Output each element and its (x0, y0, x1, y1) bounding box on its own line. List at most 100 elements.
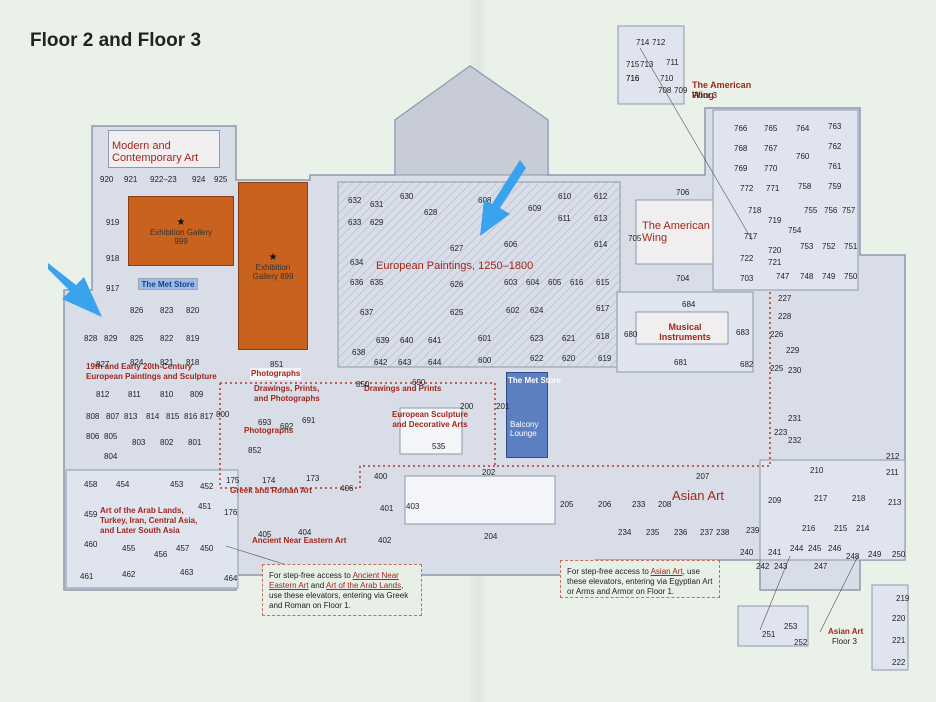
room-639[interactable]: 639 (376, 336, 390, 345)
room-223[interactable]: 223 (774, 428, 788, 437)
room-235[interactable]: 235 (646, 528, 660, 537)
room-829[interactable]: 829 (104, 334, 118, 343)
room-452[interactable]: 452 (200, 482, 214, 491)
room-600[interactable]: 600 (478, 356, 492, 365)
room-809[interactable]: 809 (190, 390, 204, 399)
room-818[interactable]: 818 (186, 358, 200, 367)
room-219[interactable]: 219 (896, 594, 910, 603)
room-704[interactable]: 704 (676, 274, 690, 283)
room-400[interactable]: 400 (374, 472, 388, 481)
room-805[interactable]: 805 (104, 432, 118, 441)
room-634[interactable]: 634 (350, 258, 364, 267)
room-535[interactable]: 535 (432, 442, 446, 451)
room-229[interactable]: 229 (786, 346, 800, 355)
note-left-link-a[interactable]: Ancient Near Eastern Art (269, 571, 399, 590)
room-406[interactable]: 406 (340, 484, 354, 493)
room-693[interactable]: 693 (258, 418, 272, 427)
room-819[interactable]: 819 (186, 334, 200, 343)
room-458[interactable]: 458 (84, 480, 98, 489)
room-921[interactable]: 921 (124, 175, 138, 184)
room-800[interactable]: 800 (216, 410, 230, 419)
room-747[interactable]: 747 (776, 272, 790, 281)
room-801[interactable]: 801 (188, 438, 202, 447)
exhibition-gallery-999[interactable]: ★ Exhibition Gallery 999 (128, 196, 234, 266)
room-238[interactable]: 238 (716, 528, 730, 537)
room-644[interactable]: 644 (428, 358, 442, 367)
room-609[interactable]: 609 (528, 204, 542, 213)
room-211[interactable]: 211 (886, 468, 899, 477)
room-753[interactable]: 753 (800, 242, 814, 251)
room-222[interactable]: 222 (892, 658, 906, 667)
room-174[interactable]: 174 (262, 476, 276, 485)
room-243[interactable]: 243 (774, 562, 788, 571)
room-460[interactable]: 460 (84, 540, 98, 549)
room-602[interactable]: 602 (506, 306, 520, 315)
room-613[interactable]: 613 (594, 214, 608, 223)
room-214[interactable]: 214 (856, 524, 870, 533)
room-246[interactable]: 246 (828, 544, 842, 553)
room-402[interactable]: 402 (378, 536, 392, 545)
room-719[interactable]: 719 (768, 216, 782, 225)
room-200[interactable]: 200 (460, 402, 474, 411)
room-456[interactable]: 456 (154, 550, 168, 559)
room-615[interactable]: 615 (596, 278, 610, 287)
room-462[interactable]: 462 (122, 570, 136, 579)
room-851[interactable]: 851 (270, 360, 284, 369)
room-810[interactable]: 810 (160, 390, 174, 399)
room-720[interactable]: 720 (768, 246, 782, 255)
room-807[interactable]: 807 (106, 412, 120, 421)
room-683[interactable]: 683 (736, 328, 750, 337)
room-250[interactable]: 250 (892, 550, 906, 559)
room-210[interactable]: 210 (810, 466, 824, 475)
room-405[interactable]: 405 (258, 530, 272, 539)
room-603[interactable]: 603 (504, 278, 518, 287)
room-642[interactable]: 642 (374, 358, 388, 367)
room-221[interactable]: 221 (892, 636, 906, 645)
room-711[interactable]: 711 (666, 58, 679, 67)
room-228[interactable]: 228 (778, 312, 792, 321)
exhibition-gallery-899[interactable]: ★ Exhibition Gallery 899 (238, 182, 308, 350)
room-225[interactable]: 225 (770, 364, 784, 373)
room-813[interactable]: 813 (124, 412, 138, 421)
room-714[interactable]: 714 (636, 38, 650, 47)
room-252[interactable]: 252 (794, 638, 808, 647)
room-808[interactable]: 808 (86, 412, 100, 421)
room-622[interactable]: 622 (530, 354, 544, 363)
room-681[interactable]: 681 (674, 358, 688, 367)
room-207[interactable]: 207 (696, 472, 710, 481)
room-611[interactable]: 611 (558, 214, 571, 223)
room-827[interactable]: 827 (96, 360, 110, 369)
met-store-left[interactable]: The Met Store (138, 278, 198, 290)
room-641[interactable]: 641 (428, 336, 442, 345)
room-227[interactable]: 227 (778, 294, 792, 303)
room-812[interactable]: 812 (96, 390, 110, 399)
room-632[interactable]: 632 (348, 196, 362, 205)
room-624[interactable]: 624 (530, 306, 544, 315)
room-706[interactable]: 706 (676, 188, 690, 197)
room-633[interactable]: 633 (348, 218, 362, 227)
room-621[interactable]: 621 (562, 334, 576, 343)
room-404[interactable]: 404 (298, 528, 312, 537)
room-226[interactable]: 226 (770, 330, 784, 339)
room-828[interactable]: 828 (84, 334, 98, 343)
room-217[interactable]: 217 (814, 494, 828, 503)
room-712[interactable]: 712 (652, 38, 666, 47)
room-601[interactable]: 601 (478, 334, 492, 343)
room-759[interactable]: 759 (828, 182, 842, 191)
room-749[interactable]: 749 (822, 272, 836, 281)
room-917[interactable]: 917 (106, 284, 120, 293)
room-220[interactable]: 220 (892, 614, 906, 623)
room-459[interactable]: 459 (84, 510, 98, 519)
room-176[interactable]: 176 (224, 508, 238, 517)
room-249[interactable]: 249 (868, 550, 882, 559)
room-636[interactable]: 636 (350, 278, 364, 287)
room-213[interactable]: 213 (888, 498, 902, 507)
room-620[interactable]: 620 (562, 354, 576, 363)
room-218[interactable]: 218 (852, 494, 866, 503)
room-769[interactable]: 769 (734, 164, 748, 173)
room-824[interactable]: 824 (130, 358, 144, 367)
room-241[interactable]: 241 (768, 548, 782, 557)
room-718[interactable]: 718 (748, 206, 762, 215)
room-629[interactable]: 629 (370, 218, 384, 227)
room-232[interactable]: 232 (788, 436, 802, 445)
